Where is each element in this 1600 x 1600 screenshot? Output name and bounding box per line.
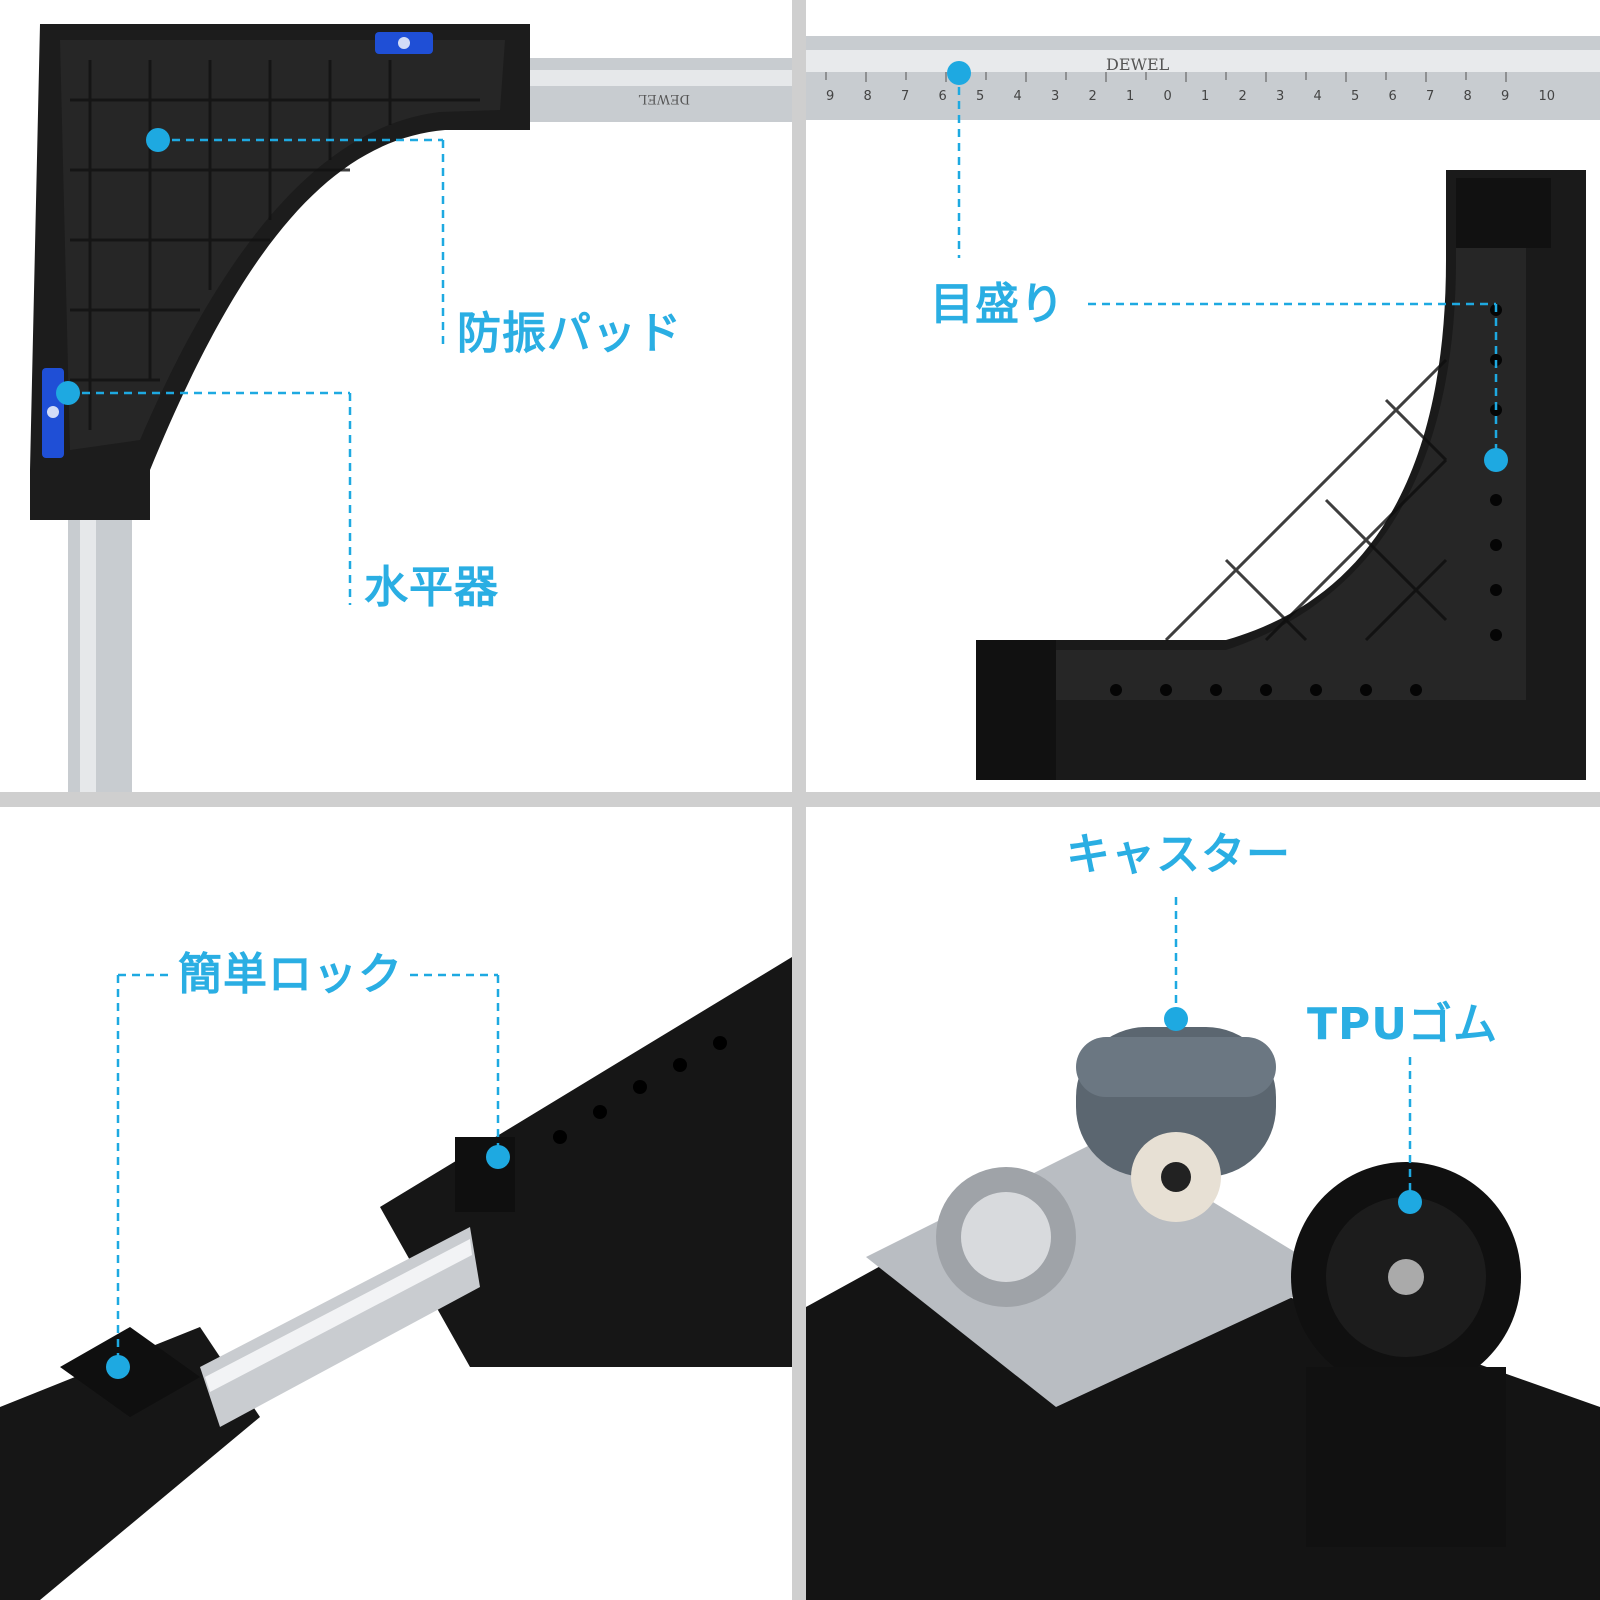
callout-caster: キャスター: [1062, 833, 1295, 877]
ruler-tick-label: 9: [1501, 89, 1509, 104]
ruler-tick-label: 3: [1276, 89, 1284, 104]
callout-scale: 目盛り: [926, 283, 1069, 327]
ruler-tick-label: 7: [1426, 89, 1434, 104]
ruler-tick-label: 4: [1314, 89, 1322, 104]
callout-tpu-rubber: TPUゴム: [1303, 1003, 1502, 1047]
ruler-tick-label: 2: [1239, 89, 1247, 104]
ruler-tick-label: 8: [1464, 89, 1472, 104]
caster-closeup-illustration: [806, 897, 1600, 1600]
ruler-tick-label: 5: [976, 89, 984, 104]
ruler-tick-label: 8: [864, 89, 872, 104]
panel-easy-lock: 簡単ロック: [0, 807, 792, 1600]
ruler-tick-label: 7: [901, 89, 909, 104]
callout-easy-lock: 簡単ロック: [174, 953, 407, 997]
ruler-tick-label: 2: [1089, 89, 1097, 104]
panel-caster: キャスター TPUゴム: [806, 807, 1600, 1600]
callout-level: 水平器: [360, 566, 503, 610]
ruler-tick-label: 5: [1351, 89, 1359, 104]
panel-anti-vibration: DEWEL 防振パッド 水平器: [0, 0, 792, 792]
ruler-tick-label: 1: [1201, 89, 1209, 104]
callout-anti-vibration-pad: 防振パッド: [453, 312, 686, 356]
ruler-tick-label: 6: [1389, 89, 1397, 104]
ruler-tick-label: 4: [1014, 89, 1022, 104]
ruler-tick-label: 1: [1126, 89, 1134, 104]
bracket-top-view-illustration: DEWEL: [30, 24, 792, 792]
ruler-tick-label: 0: [1164, 89, 1172, 104]
ruler-tick-label: 9: [826, 89, 834, 104]
ruler-tick-label: 6: [939, 89, 947, 104]
ruler-tick-label: 3: [1051, 89, 1059, 104]
ruler-brand-label: DEWEL: [638, 91, 690, 106]
lock-closeup-illustration: [0, 957, 792, 1600]
ruler-tick-label: 10: [1539, 89, 1556, 104]
ruler-brand-label: DEWEL: [1106, 55, 1170, 74]
